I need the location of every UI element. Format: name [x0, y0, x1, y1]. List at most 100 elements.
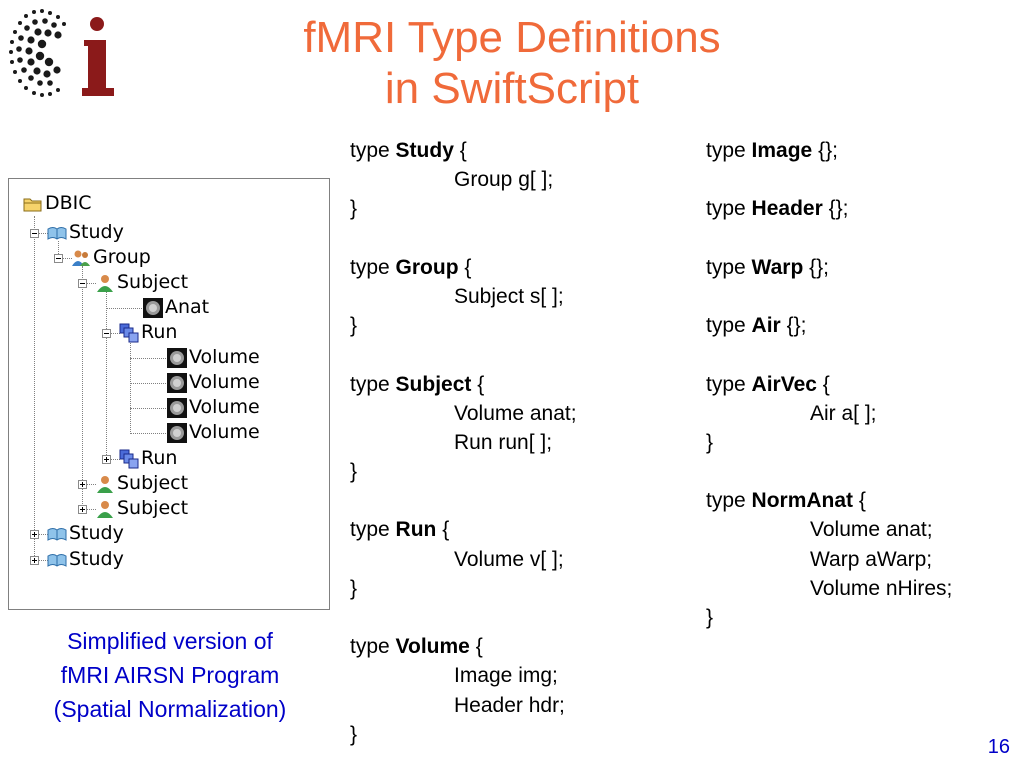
- code-token: type: [350, 518, 390, 542]
- code-token: type: [706, 489, 746, 513]
- tree-line: [82, 266, 83, 510]
- code-column-left: type Study { Group g[ ]; } type Group { …: [350, 136, 577, 749]
- blank-line: [706, 165, 952, 194]
- code-line: Run run[ ];: [454, 430, 553, 454]
- type-name: Air: [751, 314, 781, 338]
- code-column-right: type Image {}; type Header {}; type Warp…: [706, 136, 952, 632]
- tree-line: [106, 308, 142, 309]
- collapse-toggle[interactable]: [54, 254, 63, 263]
- code-token: type: [706, 139, 746, 162]
- code-line: }: [350, 576, 358, 600]
- code-token: {};: [828, 197, 849, 221]
- expand-toggle[interactable]: [78, 480, 87, 489]
- tree-item-label: Study: [69, 221, 124, 243]
- tree-item-label: Run: [141, 321, 178, 343]
- tree-item-label: Study: [69, 548, 124, 570]
- code-line: type Volume {: [350, 632, 577, 661]
- code-line: }: [350, 197, 358, 221]
- type-name: Volume: [395, 635, 470, 659]
- code-token: {: [459, 139, 467, 162]
- code-line: Volume anat;: [454, 401, 577, 425]
- code-line: type NormAnat {: [706, 486, 952, 515]
- type-name: Subject: [395, 372, 472, 396]
- tree-line: [34, 534, 48, 535]
- code-token: {};: [818, 139, 838, 162]
- brain-scan-icon: [167, 348, 187, 368]
- tree-line: [82, 283, 96, 284]
- group-icon: [72, 250, 90, 266]
- expand-toggle[interactable]: [30, 556, 39, 565]
- type-name: Header: [751, 197, 823, 221]
- person-icon: [97, 476, 113, 493]
- book-icon: [47, 554, 67, 567]
- blank-line: [706, 457, 952, 486]
- folder-icon: [23, 198, 42, 212]
- tree-item-label: Anat: [165, 296, 210, 318]
- blank-line: [706, 224, 952, 253]
- tree-item-label: Volume: [189, 396, 260, 418]
- tree-item-label: Volume: [189, 371, 260, 393]
- code-line: Subject s[ ];: [454, 284, 564, 308]
- tree-line: [106, 291, 107, 459]
- tree-line: [34, 216, 35, 564]
- code-token: type: [350, 255, 390, 279]
- book-icon: [47, 227, 67, 240]
- tree-line: [34, 560, 48, 561]
- code-token: type: [350, 139, 390, 162]
- brain-scan-icon: [143, 298, 163, 318]
- code-line: }: [350, 460, 358, 484]
- code-token: {};: [786, 314, 807, 338]
- code-token: type: [350, 372, 390, 396]
- collapse-toggle[interactable]: [102, 329, 111, 338]
- code-token: {: [442, 518, 450, 542]
- code-line: type Air {};: [706, 311, 952, 340]
- blank-line: [350, 224, 577, 253]
- tree-line: [130, 433, 166, 434]
- slide-title: fMRI Type Definitions in SwiftScript: [180, 12, 844, 114]
- tree-line: [130, 383, 166, 384]
- expand-toggle[interactable]: [78, 505, 87, 514]
- expand-toggle[interactable]: [102, 455, 111, 464]
- tree-item-label: Study: [69, 522, 124, 544]
- tree-item-label: Run: [141, 447, 178, 469]
- code-line: Volume nHires;: [810, 576, 953, 600]
- tree-line: [130, 358, 166, 359]
- person-icon: [97, 275, 113, 292]
- code-token: type: [706, 314, 746, 338]
- collapse-toggle[interactable]: [78, 279, 87, 288]
- code-line: type Study {: [350, 136, 577, 165]
- code-line: }: [350, 314, 358, 338]
- code-token: type: [706, 255, 746, 279]
- tree-item-label: Volume: [189, 346, 260, 368]
- code-line: Group g[ ];: [454, 168, 554, 192]
- code-token: {: [475, 635, 483, 659]
- code-token: {: [464, 255, 472, 279]
- code-line: type Warp {};: [706, 253, 952, 282]
- title-line-1: fMRI Type Definitions: [303, 13, 721, 62]
- brain-scan-icon: [167, 398, 187, 418]
- code-line: type Group {: [350, 253, 577, 282]
- code-line: Warp aWarp;: [810, 547, 933, 571]
- code-line: type Image {};: [706, 136, 952, 165]
- tree-line: [34, 233, 48, 234]
- collapse-toggle[interactable]: [30, 229, 39, 238]
- code-token: {: [822, 372, 830, 396]
- blank-line: [706, 340, 952, 369]
- expand-toggle[interactable]: [30, 530, 39, 539]
- page-number: 16: [987, 736, 1010, 758]
- blank-line: [350, 486, 577, 515]
- tree-item-label: Subject: [117, 271, 189, 293]
- tree-item-label: DBIC: [45, 192, 92, 214]
- code-token: type: [706, 197, 746, 221]
- code-token: {};: [809, 255, 829, 279]
- code-line: type Subject {: [350, 370, 577, 399]
- tree-line: [106, 459, 120, 460]
- code-line: Air a[ ];: [810, 401, 877, 425]
- dbic-tree-view: DBIC Study Group Subject Anat Run Volume…: [8, 178, 330, 610]
- tree-line: [82, 484, 96, 485]
- caption-line: Simplified version of: [67, 628, 273, 654]
- code-line: }: [706, 430, 714, 454]
- type-name: AirVec: [751, 372, 817, 396]
- type-name: Run: [395, 518, 437, 542]
- tree-caption: Simplified version of fMRI AIRSN Program…: [0, 624, 340, 726]
